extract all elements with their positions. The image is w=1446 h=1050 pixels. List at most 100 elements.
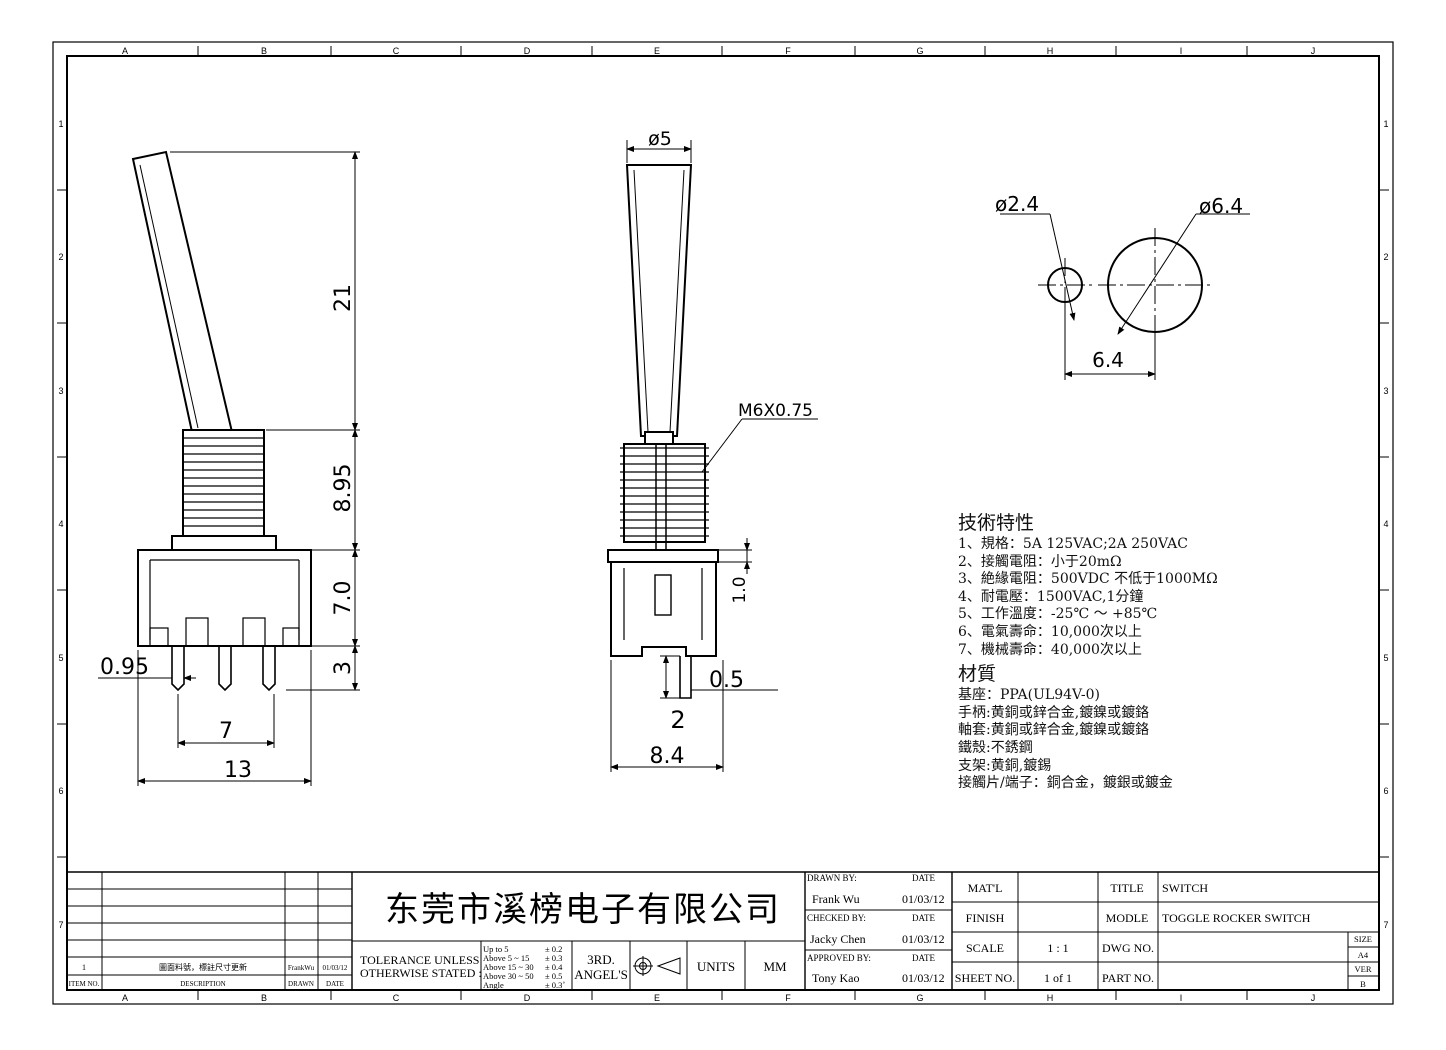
zone-col-e: E [654,46,660,56]
tol-range-1: Above 5 ~ 15 [483,953,529,963]
dim-large-hole: ø6.4 [1199,194,1243,218]
approved-date-label: DATE [912,953,935,963]
tol-range-3: Above 30 ~ 50 [483,971,534,981]
side-dimensions [98,151,360,786]
drawn-by-label: DRAWN BY: [807,873,857,883]
sheet-border [52,41,1394,1005]
dim-terminal-length: 2 [670,706,685,734]
rev-header-drawn: DRAWN [288,980,314,988]
dim-small-hole: ø2.4 [995,192,1039,216]
title-label: TITLE [1110,881,1143,895]
zone-ticks [57,46,1389,1000]
dim-lever-diameter: ø5 [648,128,672,150]
dim-bushing-height: 8.95 [331,464,356,513]
spec-heading: 技術特性 [958,512,1035,534]
zone-row-4-right: 4 [1383,519,1388,529]
zone-col-f-bottom: F [785,993,791,1003]
drawn-date: 01/03/12 [902,892,945,906]
zone-col-j: J [1311,46,1316,56]
zone-row-6-right: 6 [1383,786,1388,796]
front-lever [625,164,693,437]
zone-col-e-bottom: E [654,993,660,1003]
dim-terminal-thickness: 0.5 [709,668,744,693]
zone-col-g: G [916,46,923,56]
material-line: 基座：PPA(UL94V-0) [958,687,1100,704]
side-lever [131,150,234,433]
matl-label: MAT'L [968,881,1003,895]
spec-line: 4、耐電壓：1500VAC,1分鐘 [958,588,1144,605]
material-line: 軸套:黄銅或鋅合金,鍍鎳或鍍鉻 [958,722,1150,739]
scale-value: 1 : 1 [1047,941,1068,955]
part-label: PART NO. [1102,971,1154,985]
checked-date-label: DATE [912,913,935,923]
rev-description: 圖面料號，標註尺寸更新 [159,962,247,972]
panel-cutout [1000,213,1250,380]
model-value: TOGGLE ROCKER SWITCH [1162,911,1311,925]
dim-thread: M6X0.75 [738,401,813,421]
zone-col-c: C [393,46,400,56]
ver-label: VER [1355,964,1372,974]
model-label: MODLE [1106,911,1149,925]
tol-range-4: Angle [483,980,504,990]
front-bushing [623,443,706,543]
zone-col-j-bottom: J [1311,993,1316,1003]
tolerance-label-2: OTHERWISE STATED : [360,966,482,980]
material-line: 接觸片/端子：銅合金，鍍銀或鍍金 [958,775,1173,792]
rev-header-item: ITEM NO. [69,980,100,988]
tol-value-3: ± 0.5 [545,971,562,981]
checked-by-label: CHECKED BY: [807,913,866,923]
checked-by: Jacky Chen [810,932,866,946]
company-name: 东莞市溪榜电子有限公司 [385,890,781,930]
zone-row-1: 1 [58,119,63,129]
title-value: SWITCH [1162,881,1208,895]
zone-col-b-bottom: B [261,993,267,1003]
tol-range-2: Above 15 ~ 30 [483,962,534,972]
spec-line: 6、電氣壽命：10,000次以上 [958,623,1142,640]
material-line: 鐵殼:不銹鋼 [958,739,1033,756]
dim-pin-pitch: 7 [219,719,233,744]
size-label: SIZE [1354,934,1372,944]
rev-header-description: DESCRIPTION [180,980,226,988]
spec-line: 1、規格：5A 125VAC;2A 250VAC [958,536,1188,552]
drawn-by: Frank Wu [812,892,860,906]
zone-row-7: 7 [58,920,63,930]
front-body [610,561,717,657]
zone-col-h: H [1047,46,1054,56]
sheet-label: SHEET NO. [955,971,1015,985]
rev-item: 1 [82,963,86,972]
dim-front-body-width: 8.4 [650,744,685,769]
title-block [67,871,1379,990]
rev-header-date: DATE [326,980,344,988]
scale-label: SCALE [966,941,1004,955]
zone-col-g-bottom: G [916,993,923,1003]
dim-body-height: 7.0 [331,581,356,616]
rev-date: 01/03/12 [323,964,348,972]
dwg-label: DWG NO. [1102,941,1154,955]
tol-range-0: Up to 5 [483,944,509,954]
zone-row-4: 4 [58,519,63,529]
sheet-value: 1 of 1 [1044,971,1072,985]
size-value: A4 [1358,950,1369,960]
spec-line: 5、工作溫度：-25℃ ～ +85℃ [958,606,1158,623]
units-value: MM [763,959,787,974]
side-view [131,150,312,692]
zone-col-d-bottom: D [524,993,531,1003]
material-line: 支架:黄銅,鍍錫 [958,757,1052,774]
spec-line: 3、絶緣電阻：500VDC 不低于1000MΩ [958,571,1218,588]
projection-label-2: ANGEL'S [574,967,628,982]
material-heading: 材質 [958,663,997,686]
zone-col-f: F [785,46,791,56]
zone-row-2: 2 [58,252,63,262]
dim-center-distance: 6.4 [1092,348,1124,372]
zone-row-3: 3 [58,386,63,396]
zone-col-a: A [122,46,128,56]
front-dimensions [610,140,818,772]
zone-row-7-right: 7 [1383,920,1388,930]
zone-col-d: D [524,46,531,56]
tol-value-4: ± 0.3˚ [545,980,565,990]
zone-row-2-right: 2 [1383,252,1388,262]
spec-line: 2、接觸電阻：小于20mΩ [958,553,1122,570]
dim-pin-length: 3 [331,661,356,675]
rev-drawn: FrankWu [288,964,315,972]
